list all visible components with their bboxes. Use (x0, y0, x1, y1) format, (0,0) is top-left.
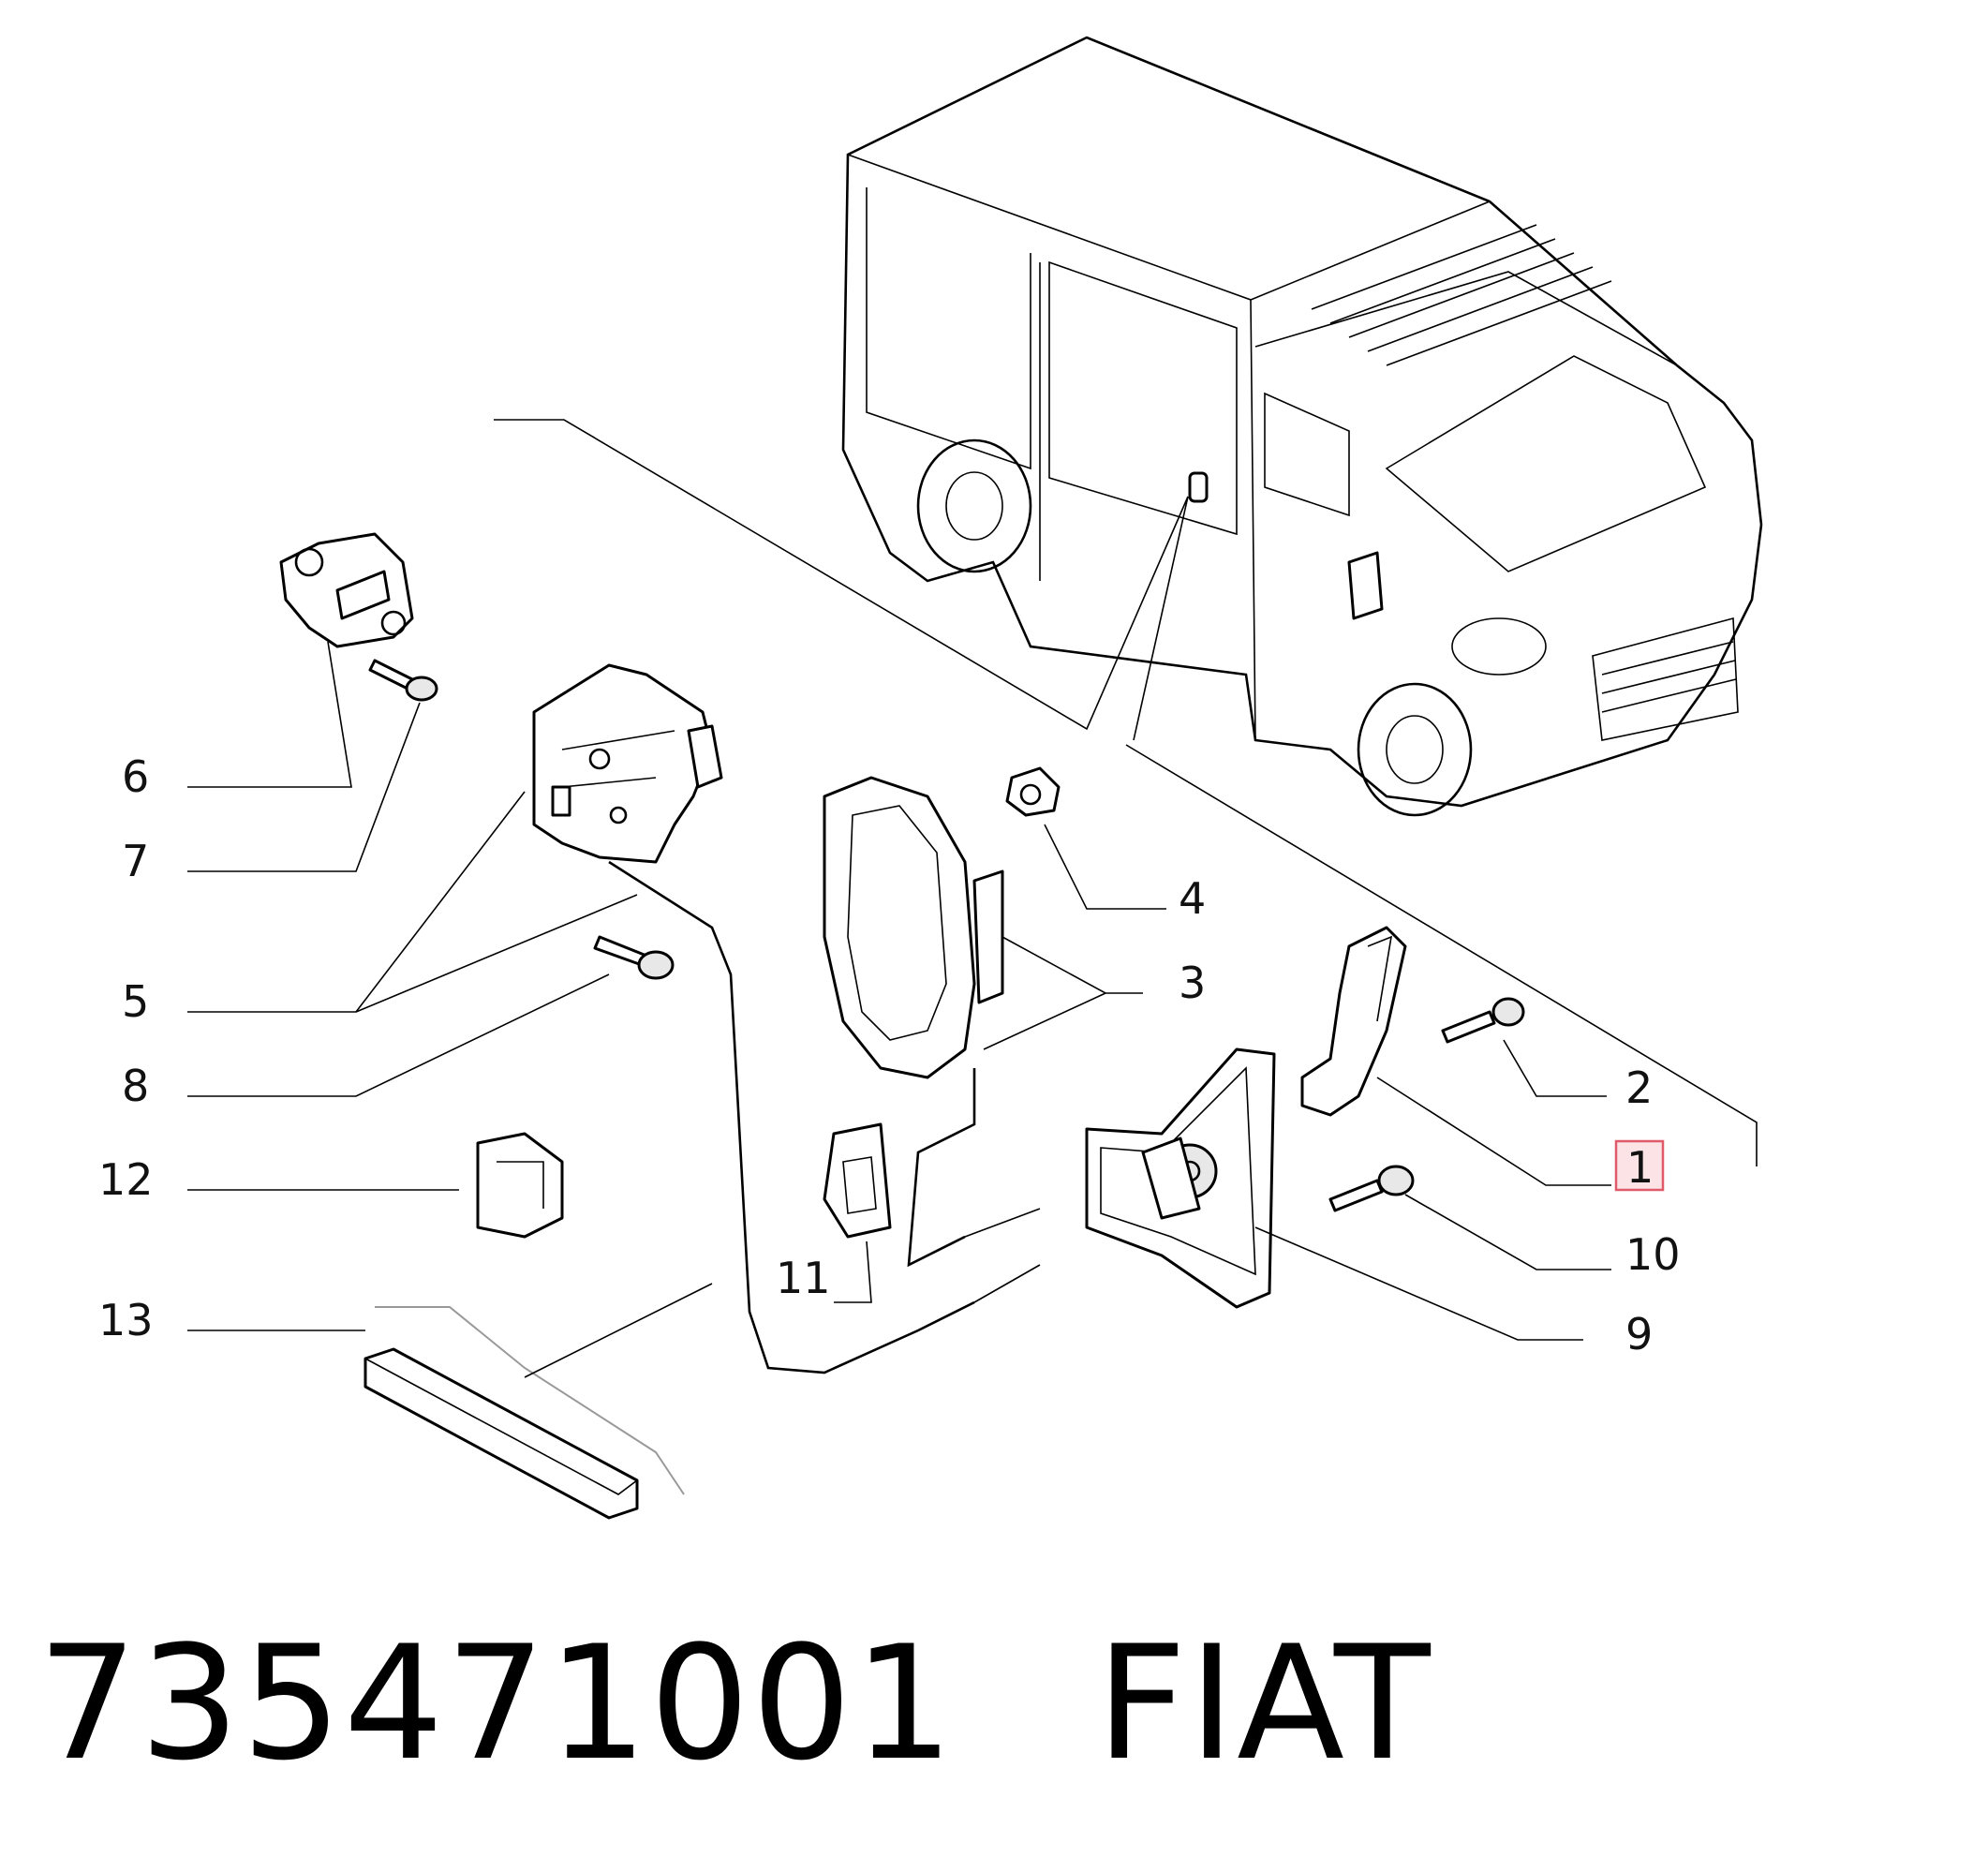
part-number: 735471001 (37, 1612, 956, 1795)
highlight-box-callout-1 (1614, 1139, 1665, 1192)
callout-2: 2 (1625, 1062, 1653, 1113)
callout-11: 11 (776, 1253, 831, 1303)
part-11-grommet (823, 1122, 892, 1303)
van-illustration (841, 36, 1763, 817)
part-7-screw (187, 659, 438, 872)
leader-lines (494, 419, 1758, 1166)
callout-12: 12 (98, 1154, 154, 1205)
callout-13: 13 (98, 1295, 154, 1345)
part-12-clip (187, 1132, 564, 1239)
callout-9: 9 (1625, 1309, 1653, 1359)
callout-5: 5 (122, 976, 149, 1027)
part-5-lock-body (187, 663, 723, 1013)
callout-10: 10 (1625, 1229, 1681, 1280)
callout-1: 1 (1626, 1142, 1654, 1193)
part-9-mechanism-plate (1085, 1047, 1583, 1341)
callout-3: 3 (1179, 958, 1206, 1008)
part-2-screw (1441, 997, 1607, 1097)
callout-6: 6 (122, 751, 149, 802)
brand-name: FIAT (1095, 1612, 1432, 1795)
part-caption: 735471001 FIAT (37, 1612, 1432, 1795)
part-8-screw (187, 935, 675, 1097)
part-13-seal-strip (187, 1283, 713, 1520)
part-1-lever (1300, 926, 1611, 1186)
callout-7: 7 (122, 836, 149, 886)
callout-4: 4 (1179, 873, 1206, 924)
callout-8: 8 (122, 1061, 149, 1111)
part-6-hinge-bracket (187, 532, 414, 788)
part-3-handle-assembly (608, 776, 1143, 1374)
part-10-screw (1328, 1165, 1611, 1270)
callout-labels: 6 7 5 8 12 13 11 4 3 2 1 10 9 (98, 751, 1681, 1359)
part-4-nut (1005, 766, 1166, 910)
